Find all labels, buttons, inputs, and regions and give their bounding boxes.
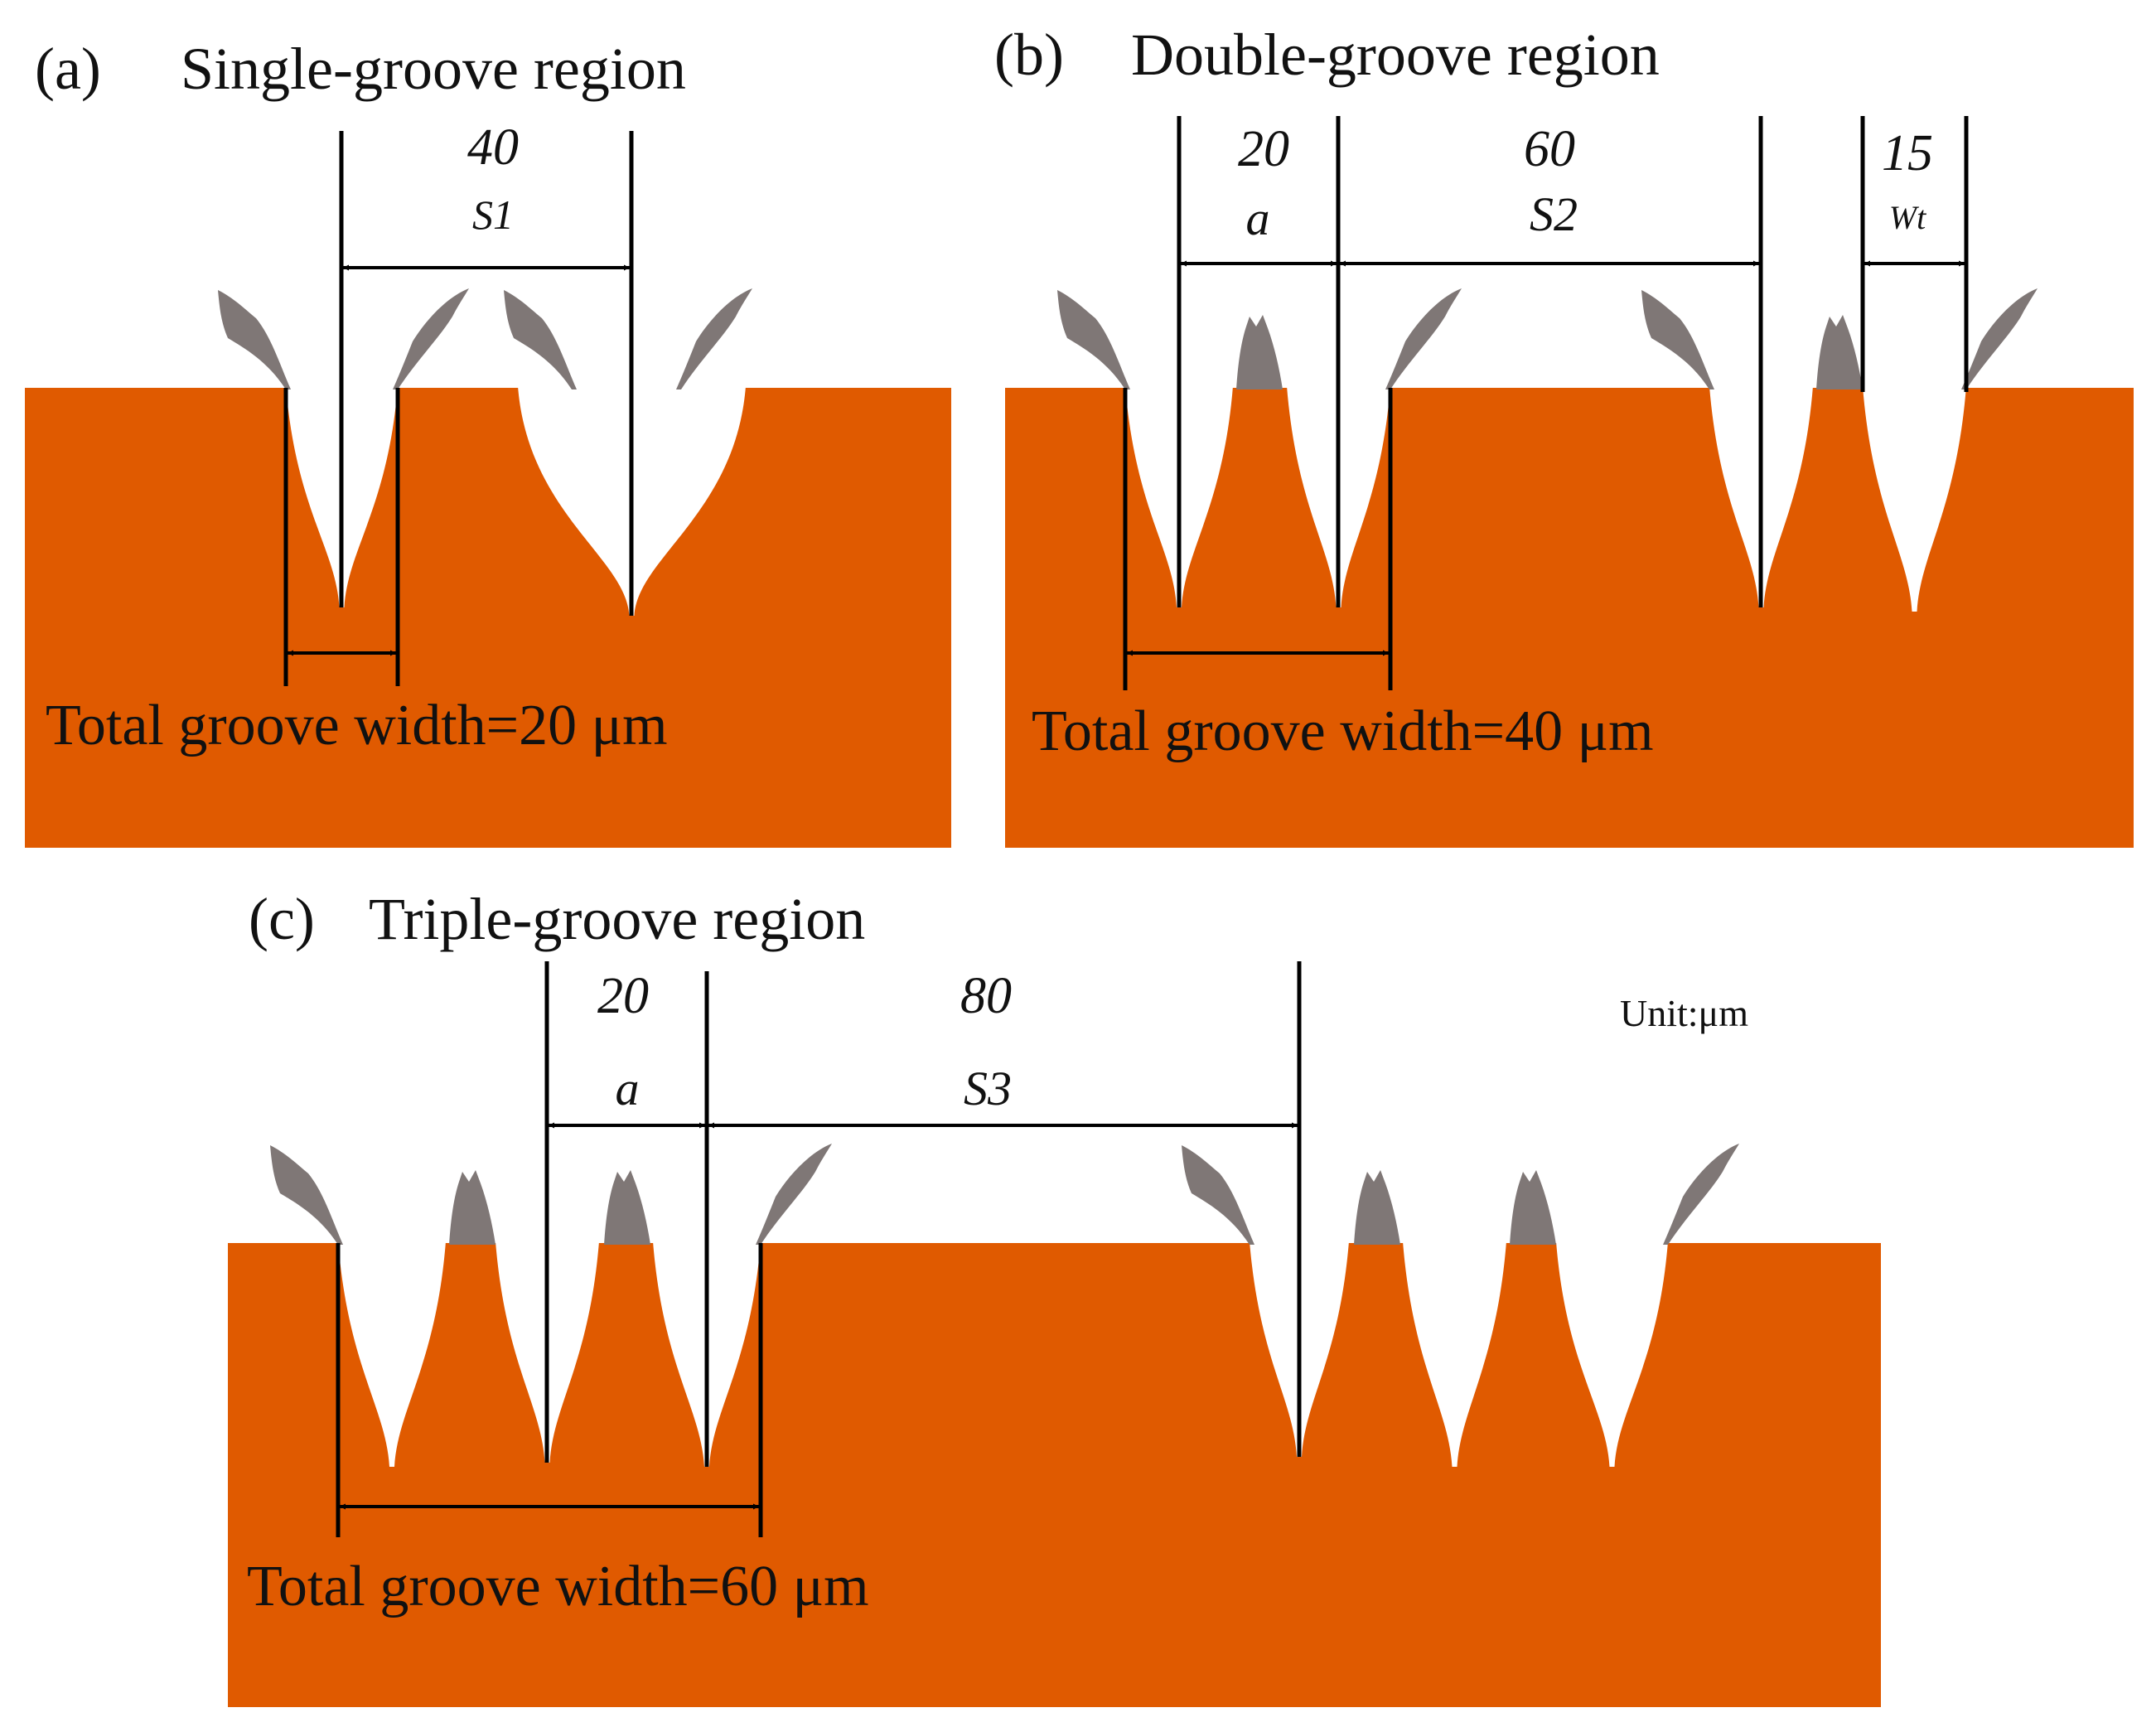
panel-b-burr-mid-1 xyxy=(1236,315,1283,389)
panel-a-lines xyxy=(283,131,634,686)
panel-c-burr-right-1 xyxy=(756,1144,832,1245)
unit-label: Unit:μm xyxy=(1620,992,1748,1034)
panel-a-burr-2 xyxy=(393,288,469,389)
panel-b-dim-wt-symbol: Wt xyxy=(1889,199,1926,236)
panel-b-total-width: Total groove width=40 μm xyxy=(1032,699,1654,763)
panel-c-burr-mid-3 xyxy=(1354,1170,1400,1245)
panel-b-label: (b) xyxy=(994,22,1064,88)
panel-b-groove-4 xyxy=(1863,386,1966,612)
panel-a-dim-s1-value: 40 xyxy=(467,119,519,176)
panel-a-burr-4 xyxy=(676,288,752,389)
panel-a-title: Single-groove region xyxy=(181,36,686,102)
panel-b-burr-left xyxy=(1057,290,1130,389)
panel-c: (c) Triple-groove region 20 a 80 S3 Tota… xyxy=(228,886,1881,1707)
panel-c-burr-left-2 xyxy=(1182,1145,1254,1245)
panel-b-burr-left-2 xyxy=(1641,290,1714,389)
panel-a-label: (a) xyxy=(35,36,101,102)
panel-c-dim-a-symbol: a xyxy=(616,1062,640,1115)
panel-a-dim-s1-symbol: S1 xyxy=(472,191,514,238)
panel-b: (b) Double-groove region 20 a 60 S2 15 W… xyxy=(994,22,2134,848)
panel-a-burr-1 xyxy=(218,290,291,389)
panel-c-label: (c) xyxy=(249,886,315,952)
panel-c-burr-mid-1 xyxy=(449,1170,495,1245)
panel-c-shapes xyxy=(228,1144,1881,1707)
panel-a-substrate xyxy=(25,388,951,848)
panel-c-title: Triple-groove region xyxy=(369,886,865,952)
panel-b-burr-mid-2 xyxy=(1816,315,1863,389)
panel-c-burr-mid-2 xyxy=(604,1170,650,1245)
panel-a: (a) Single-groove region 40 S1 Total gro… xyxy=(25,36,951,848)
panel-b-title: Double-groove region xyxy=(1131,22,1660,88)
panel-b-burr-right-1 xyxy=(1385,288,1462,389)
panel-c-dim-a-value: 20 xyxy=(597,968,649,1024)
panel-b-lines xyxy=(1123,116,1969,690)
panel-c-total-width: Total groove width=60 μm xyxy=(247,1555,869,1618)
panel-c-dim-s3-symbol: S3 xyxy=(964,1062,1012,1115)
panel-a-total-width: Total groove width=20 μm xyxy=(46,694,668,757)
panel-a-shapes xyxy=(25,288,951,848)
panel-c-groove-5 xyxy=(1403,1241,1506,1467)
panel-c-lines xyxy=(336,961,1302,1537)
panel-c-groove-1 xyxy=(338,1241,446,1467)
panel-b-dim-a-symbol: a xyxy=(1246,191,1270,245)
panel-c-dim-s3-value: 80 xyxy=(960,968,1012,1024)
panel-c-groove-6 xyxy=(1556,1241,1668,1467)
panel-a-burr-3 xyxy=(504,290,577,389)
panel-b-dim-a-value: 20 xyxy=(1238,121,1289,177)
panel-c-burr-left-1 xyxy=(270,1145,343,1245)
panel-b-dim-s2-value: 60 xyxy=(1524,121,1575,177)
panel-b-dim-s2-symbol: S2 xyxy=(1530,187,1578,241)
panel-c-burr-mid-4 xyxy=(1510,1170,1556,1245)
panel-b-burr-right-2 xyxy=(1961,288,2038,389)
panel-c-burr-right-2 xyxy=(1663,1144,1739,1245)
panel-b-dim-wt-value: 15 xyxy=(1882,125,1933,181)
